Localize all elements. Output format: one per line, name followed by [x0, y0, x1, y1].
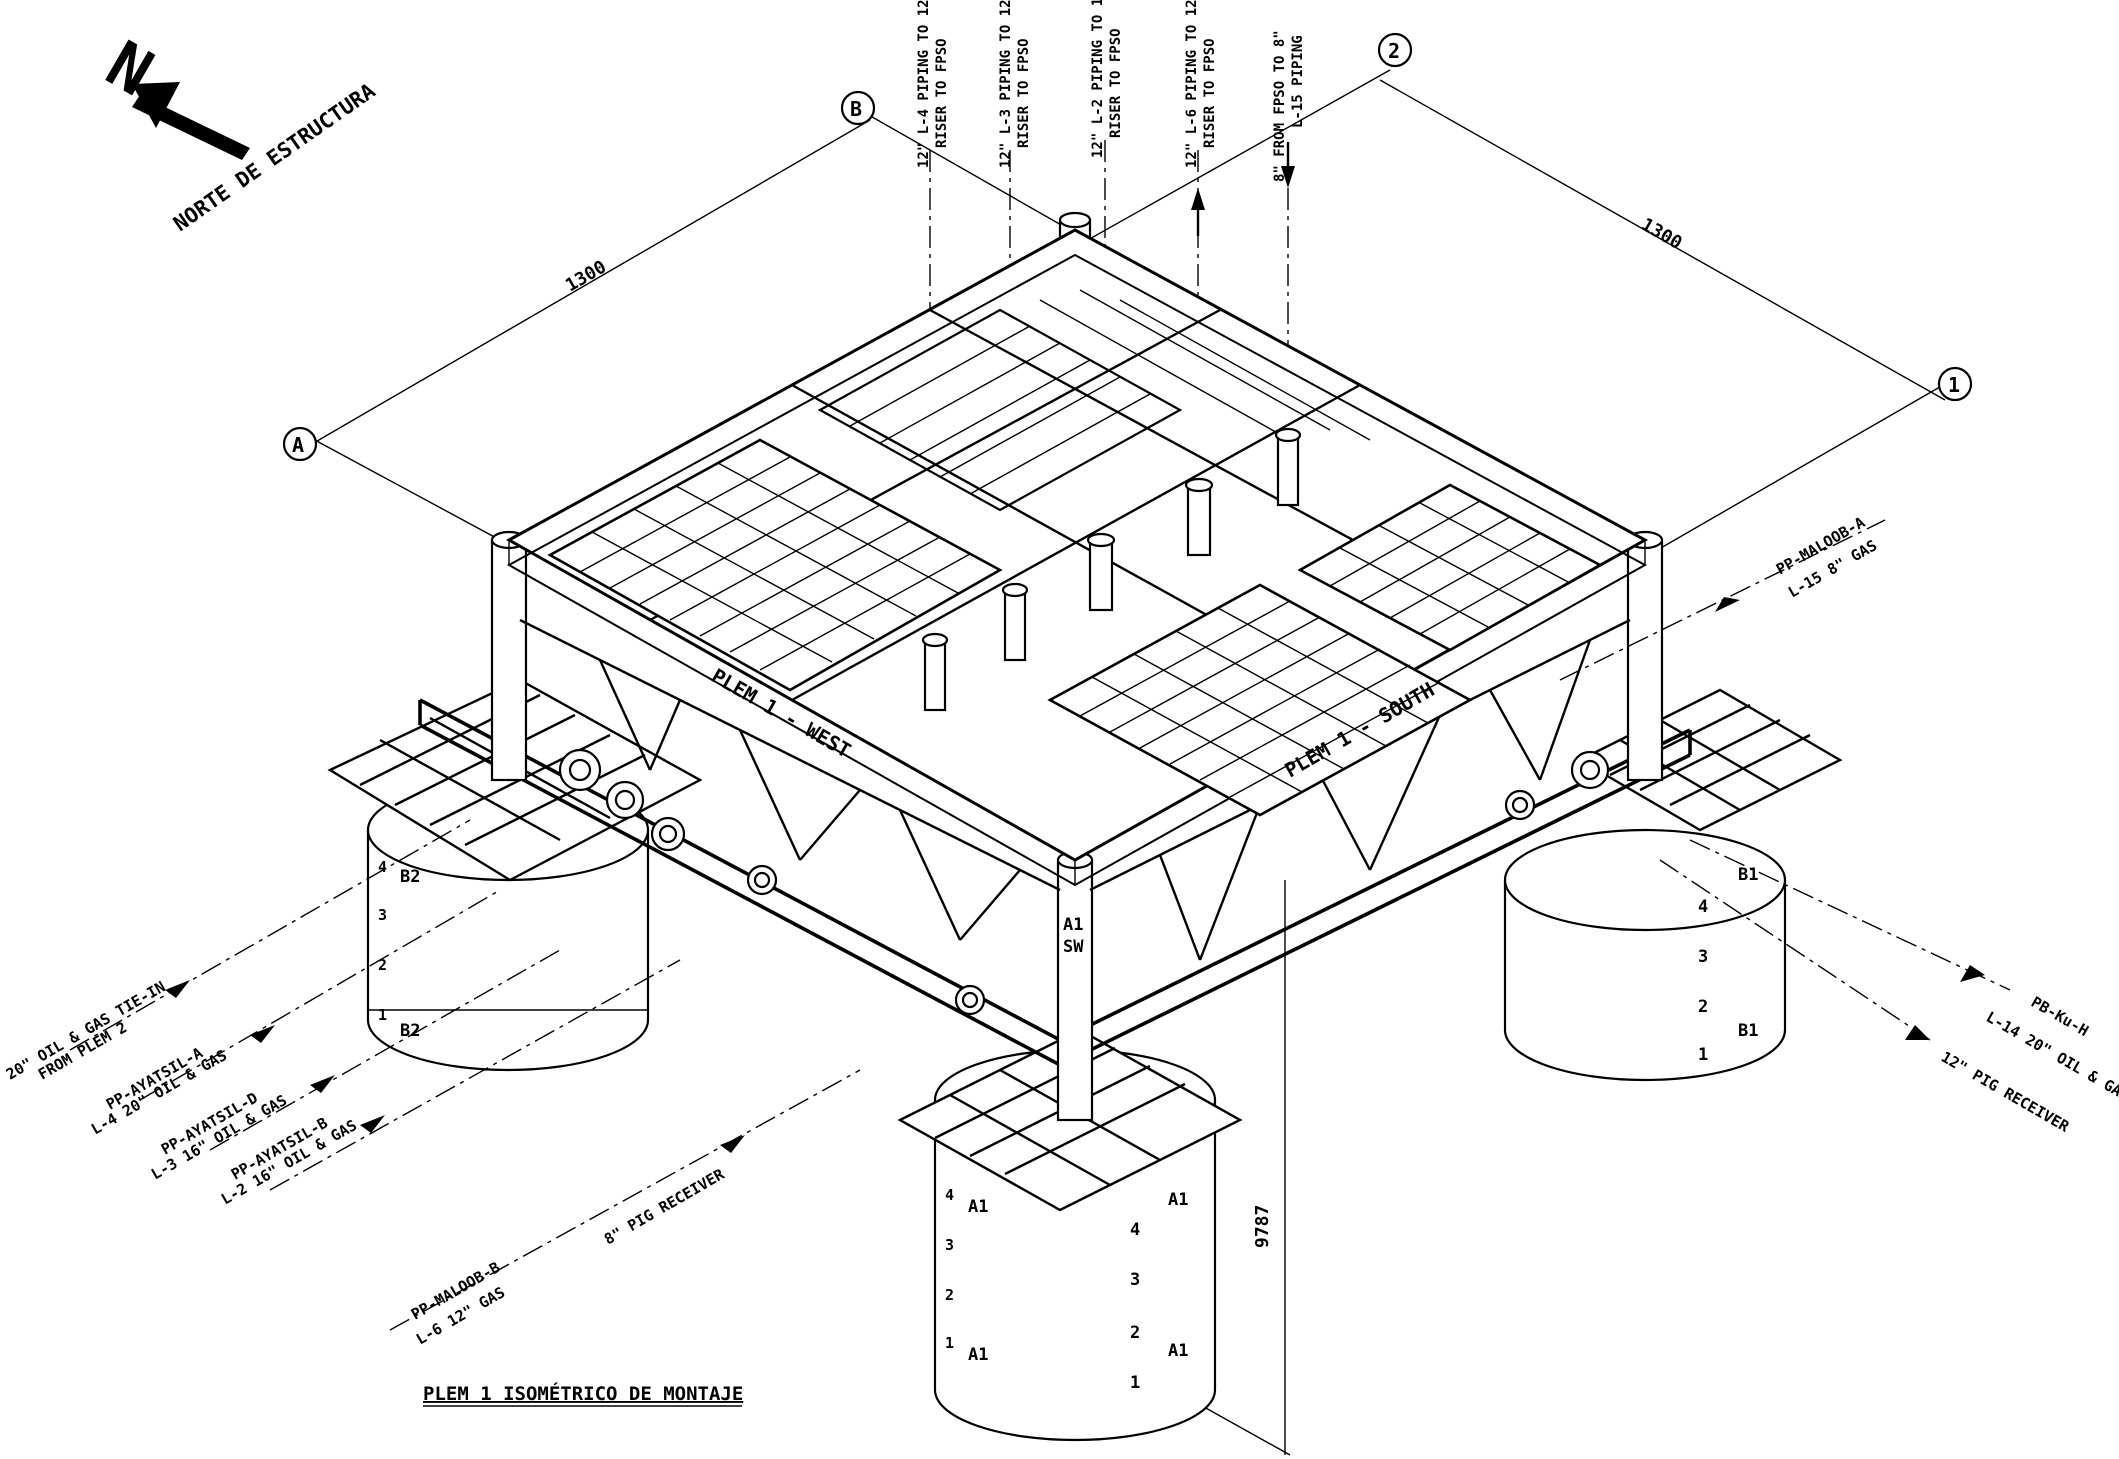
svg-text:A: A	[292, 433, 304, 457]
top-label-l3-b: RISER TO FPSO	[1016, 38, 1032, 148]
grating-panel-east	[1297, 483, 1603, 652]
top-label-l6-b: RISER TO FPSO	[1202, 38, 1218, 148]
pile-right-n4: 4	[1698, 897, 1708, 917]
drawing-title: PLEM 1 ISOMÉTRICO DE MONTAJE	[423, 1382, 743, 1405]
pile-right-bottom: B1	[1738, 1021, 1758, 1041]
pile-marks-left: B2 4 3 2 1 B2	[378, 858, 420, 1041]
valve-stems	[921, 427, 1302, 712]
side-truss-west	[519, 618, 1061, 941]
column-mark-a1: A1	[1063, 915, 1083, 935]
right-line-ku-h-1: PB-Ku-H	[2028, 993, 2092, 1040]
pile-front-left-n3: 3	[945, 1236, 954, 1254]
north-arrow-icon: N	[94, 28, 250, 160]
column-right	[1626, 530, 1664, 782]
dimension-left-width: 1300	[562, 256, 610, 296]
svg-text:2: 2	[1388, 39, 1400, 63]
grillage-right	[1577, 688, 1843, 832]
grating-panel-south	[1047, 583, 1473, 817]
hub-connectors-west	[558, 748, 986, 1016]
pile-left-n1: 1	[378, 1006, 387, 1024]
top-label-l2-b: RISER TO FPSO	[1108, 28, 1124, 138]
column-mark-sw: SW	[1063, 937, 1084, 957]
top-label-l3-a: 12" L-3 PIPING TO 12"	[998, 0, 1014, 168]
pile-right	[1503, 828, 1787, 1082]
grating-panel-north	[817, 289, 1371, 512]
pile-left-n4: 4	[378, 858, 387, 876]
top-label-l15-b: L-15 PIPING	[1290, 35, 1306, 128]
pile-front-right-n2: 2	[1130, 1323, 1140, 1343]
grating-panel-west	[547, 438, 1003, 692]
svg-text:1: 1	[1948, 373, 1960, 397]
column-left	[490, 530, 528, 782]
svg-text:B: B	[850, 97, 862, 121]
pile-front-right-bottom: A1	[1168, 1341, 1188, 1361]
hub-connectors-south	[1504, 750, 1610, 821]
pile-front-right-top: A1	[1168, 1190, 1188, 1210]
top-label-l6-a: 12" L-6 PIPING TO 12"	[1184, 0, 1200, 168]
pile-right-top: B1	[1738, 865, 1758, 885]
top-label-l15-a: 8" FROM FPSO TO 8"	[1272, 30, 1288, 182]
pile-front-right-n1: 1	[1130, 1373, 1140, 1393]
column-front	[1056, 850, 1094, 1122]
dimension-right-width: 1300	[1638, 214, 1686, 254]
grid-bubble-2: 2	[1377, 32, 1413, 68]
left-line-tiein-1: 20" OIL & GAS TIE-IN	[3, 978, 168, 1084]
grid-bubble-b: B	[840, 90, 876, 126]
top-label-l2-a: 12" L-2 PIPING TO 12"	[1090, 0, 1106, 158]
pile-front-left-n4: 4	[945, 1186, 954, 1204]
bottom-line-pig-receiver: 8" PIG RECEIVER	[601, 1165, 728, 1249]
north-label: NORTE DE ESTRUCTURA	[169, 78, 380, 236]
pile-front-left-bottom: A1	[968, 1345, 988, 1365]
top-label-l4-b: RISER TO FPSO	[934, 38, 950, 148]
pile-front-right-n4: 4	[1130, 1220, 1140, 1240]
top-deck-frame	[505, 228, 1649, 887]
pile-right-n1: 1	[1698, 1045, 1708, 1065]
pile-front-left-n1: 1	[945, 1334, 954, 1352]
pile-right-n2: 2	[1698, 997, 1708, 1017]
pile-marks-right: B1 4 3 2 1 B1	[1698, 865, 1758, 1065]
top-label-l4-a: 12" L-4 PIPING TO 12"	[916, 0, 932, 168]
dimension-height: 9787	[1252, 1205, 1273, 1248]
pile-left-n3: 3	[378, 906, 387, 924]
right-pipeline-leaders	[1559, 519, 2011, 1041]
pile-left-top: B2	[400, 867, 420, 887]
pile-marks-front-right: A1 4 3 2 1 A1	[1130, 1190, 1188, 1393]
grid-bubble-1: 1	[1937, 366, 1973, 402]
side-truss-south	[1089, 618, 1631, 961]
grid-bubble-a: A	[282, 426, 318, 462]
left-pipeline-leaders	[69, 819, 861, 1331]
pile-marks-front-left: A1 4 3 2 1 A1	[945, 1186, 988, 1365]
pile-left-n2: 2	[378, 956, 387, 974]
pile-left-bottom: B2	[400, 1021, 420, 1041]
pile-right-n3: 3	[1698, 947, 1708, 967]
pile-front-left-top: A1	[968, 1197, 988, 1217]
pile-front-left-n2: 2	[945, 1286, 954, 1304]
pile-front-right-n3: 3	[1130, 1270, 1140, 1290]
